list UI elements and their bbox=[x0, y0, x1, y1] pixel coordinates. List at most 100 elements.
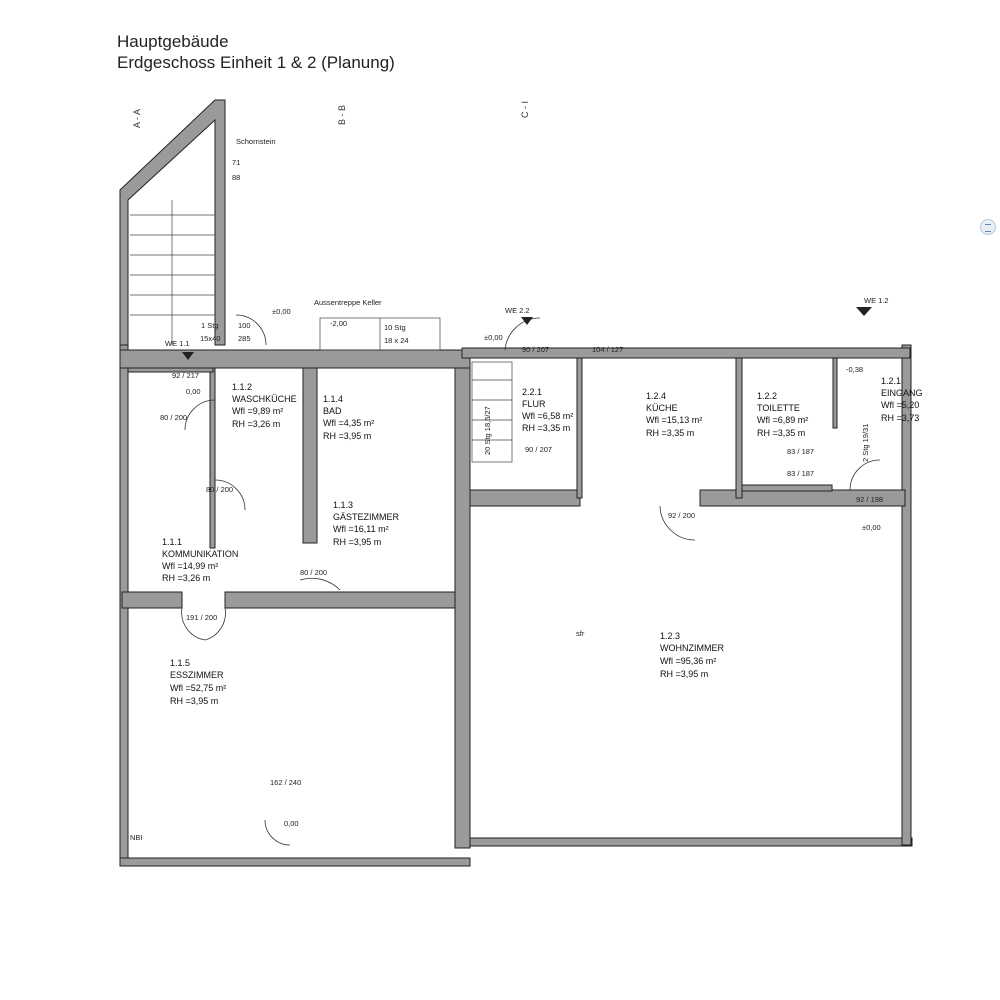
room-id: 1.1.4 bbox=[323, 394, 343, 404]
stair-count: 2 Stg 19/31 bbox=[861, 424, 870, 462]
room-area: Wfl =9,89 m² bbox=[232, 406, 283, 416]
room-id: 1.1.3 bbox=[333, 500, 353, 510]
level: ±0,00 bbox=[862, 523, 881, 532]
section-a-label: A - A bbox=[132, 109, 142, 128]
room-1-1-5: 1.1.5 ESSZIMMER Wfl =52,75 m² RH =3,95 m bbox=[170, 658, 226, 706]
level: -2,00 bbox=[330, 319, 347, 328]
stair-count: 1 Stg bbox=[201, 321, 219, 330]
door-dim: 92 / 200 bbox=[668, 511, 695, 520]
level: ±0,00 bbox=[272, 307, 291, 316]
door-dim: 162 / 240 bbox=[270, 778, 301, 787]
door-dim: 83 / 187 bbox=[787, 447, 814, 456]
room-area: Wfl =52,75 m² bbox=[170, 683, 226, 693]
room-height: RH =3,95 m bbox=[323, 431, 371, 441]
entry-we11: WE 1.1 bbox=[165, 339, 190, 348]
stair-dim: 18 x 24 bbox=[384, 336, 409, 345]
room-area: Wfl =15,13 m² bbox=[646, 415, 702, 425]
level: 0,00 bbox=[284, 819, 299, 828]
dim: 71 bbox=[232, 158, 240, 167]
room-1-1-4: 1.1.4 BAD Wfl =4,35 m² RH =3,95 m bbox=[323, 394, 374, 441]
room-area: Wfl =14,99 m² bbox=[162, 561, 218, 571]
door-swings bbox=[181, 314, 881, 846]
room-area: Wfl =6,89 m² bbox=[757, 415, 808, 425]
nbi-label: NBI bbox=[130, 833, 143, 842]
room-name: ESSZIMMER bbox=[170, 670, 224, 680]
room-area: Wfl =16,11 m² bbox=[333, 524, 389, 534]
room-1-2-4: 1.2.4 KÜCHE Wfl =15,13 m² RH =3,35 m bbox=[646, 391, 702, 438]
room-area: Wfl =4,35 m² bbox=[323, 418, 374, 428]
entry-arrow-icon bbox=[856, 307, 872, 316]
room-height: RH =3,95 m bbox=[170, 696, 218, 706]
room-id: 1.1.2 bbox=[232, 382, 252, 392]
room-id: 2.2.1 bbox=[522, 387, 542, 397]
door-dim: 80 / 200 bbox=[206, 485, 233, 494]
plan-title: Hauptgebäude bbox=[117, 32, 229, 51]
stair-dim: 15x40 bbox=[200, 334, 220, 343]
room-1-2-1: 1.2.1 EINGANG Wfl =5,20 RH =3,73 bbox=[881, 376, 923, 423]
marker: sfr bbox=[576, 629, 585, 638]
plan-subtitle: Erdgeschoss Einheit 1 & 2 (Planung) bbox=[117, 53, 395, 72]
schornstein-label: Schornstein bbox=[236, 137, 276, 146]
window-dim: 104 / 127 bbox=[592, 345, 623, 354]
door-dim: 90 / 207 bbox=[522, 345, 549, 354]
room-name: EINGANG bbox=[881, 388, 923, 398]
room-height: RH =3,95 m bbox=[660, 669, 708, 679]
door-dim: 191 / 200 bbox=[186, 613, 217, 622]
level: -0,38 bbox=[846, 365, 863, 374]
annotations: Schornstein 71 88 Aussentreppe Keller -2… bbox=[130, 137, 889, 842]
door-dim: 80 / 200 bbox=[300, 568, 327, 577]
room-id: 1.2.1 bbox=[881, 376, 901, 386]
room-id: 1.2.2 bbox=[757, 391, 777, 401]
room-name: FLUR bbox=[522, 399, 546, 409]
room-1-1-3: 1.1.3 GÄSTEZIMMER Wfl =16,11 m² RH =3,95… bbox=[333, 500, 400, 547]
room-height: RH =3,35 m bbox=[522, 423, 570, 433]
dim: 285 bbox=[238, 334, 251, 343]
room-id: 1.2.4 bbox=[646, 391, 666, 401]
level: ±0,00 bbox=[484, 333, 503, 342]
room-height: RH =3,73 bbox=[881, 413, 919, 423]
door-dim: 80 / 200 bbox=[160, 413, 187, 422]
walls bbox=[119, 99, 913, 867]
room-height: RH =3,26 m bbox=[162, 573, 210, 583]
entry-we12: WE 1.2 bbox=[864, 296, 889, 305]
room-1-1-2: 1.1.2 WASCHKÜCHE Wfl =9,89 m² RH =3,26 m bbox=[232, 382, 297, 429]
door-dim: 92 / 217 bbox=[172, 371, 199, 380]
stair-count: 10 Stg bbox=[384, 323, 406, 332]
room-2-2-1: 2.2.1 FLUR Wfl =6,58 m² RH =3,35 m bbox=[522, 387, 573, 433]
room-area: Wfl =5,20 bbox=[881, 400, 919, 410]
room-height: RH =3,26 m bbox=[232, 419, 280, 429]
room-1-1-1: 1.1.1 KOMMUNIKATION Wfl =14,99 m² RH =3,… bbox=[162, 537, 238, 583]
room-id: 1.1.1 bbox=[162, 537, 182, 547]
entry-arrow-icon bbox=[521, 317, 533, 325]
room-name: WASCHKÜCHE bbox=[232, 394, 297, 404]
room-name: KOMMUNIKATION bbox=[162, 549, 238, 559]
dim: 100 bbox=[238, 321, 251, 330]
room-height: RH =3,35 m bbox=[646, 428, 694, 438]
door-dim: 92 / 198 bbox=[856, 495, 883, 504]
entry-arrow-icon bbox=[182, 352, 194, 360]
entry-we22: WE 2.2 bbox=[505, 306, 530, 315]
room-area: Wfl =95,36 m² bbox=[660, 656, 716, 666]
room-height: RH =3,95 m bbox=[333, 537, 381, 547]
stair-count: 20 Stg 18,5/27 bbox=[483, 406, 492, 455]
room-name: GÄSTEZIMMER bbox=[333, 512, 400, 522]
door-dim: 90 / 207 bbox=[525, 445, 552, 454]
room-id: 1.2.3 bbox=[660, 631, 680, 641]
room-1-2-2: 1.2.2 TOILETTE Wfl =6,89 m² RH =3,35 m bbox=[757, 391, 808, 438]
room-name: TOILETTE bbox=[757, 403, 800, 413]
room-name: WOHNZIMMER bbox=[660, 643, 724, 653]
staircase bbox=[130, 200, 513, 463]
room-area: Wfl =6,58 m² bbox=[522, 411, 573, 421]
aussentreppe-label: Aussentreppe Keller bbox=[314, 298, 382, 307]
level: 0,00 bbox=[186, 387, 201, 396]
room-1-2-3: 1.2.3 WOHNZIMMER Wfl =95,36 m² RH =3,95 … bbox=[660, 631, 724, 679]
room-name: BAD bbox=[323, 406, 342, 416]
door-dim: 83 / 187 bbox=[787, 469, 814, 478]
dim: 88 bbox=[232, 173, 240, 182]
section-c-label: C - I bbox=[520, 101, 530, 118]
scroll-handle-icon[interactable] bbox=[980, 219, 996, 235]
section-b-label: B - B bbox=[337, 105, 347, 125]
room-height: RH =3,35 m bbox=[757, 428, 805, 438]
room-name: KÜCHE bbox=[646, 403, 678, 413]
